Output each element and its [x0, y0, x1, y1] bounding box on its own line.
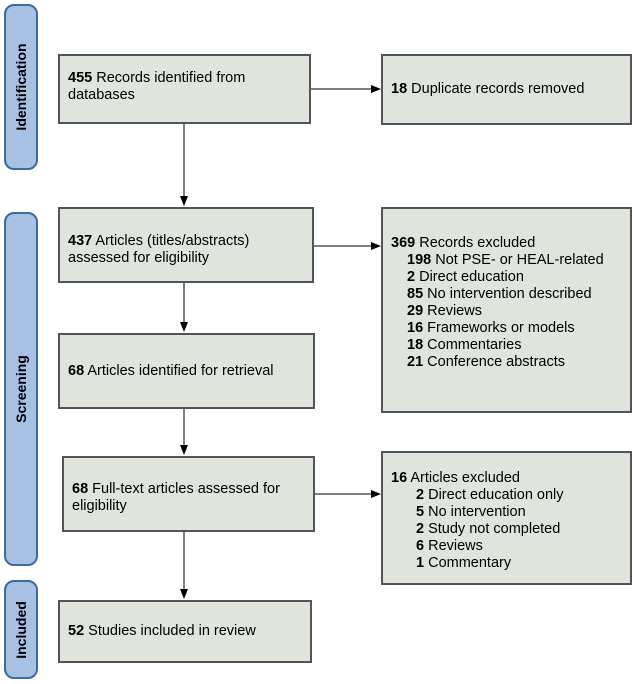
records-excluded-item: 2 Direct education — [407, 269, 524, 285]
articles-excluded-item: 2 Direct education only — [416, 487, 564, 503]
records-excluded-header: 369 Records excluded — [391, 235, 536, 251]
records-excluded-box: 369 Records excluded 198 Not PSE- or HEA… — [381, 207, 632, 413]
studies-included-box: 52 Studies included in review — [58, 600, 312, 663]
records-excluded-item: 198 Not PSE- or HEAL-related — [407, 252, 604, 268]
articles-excluded-item: 2 Study not completed — [416, 521, 561, 537]
fulltext-assessed-box: 68 Full-text articles assessed for eligi… — [62, 456, 315, 532]
articles-excluded-header: 16 Articles excluded — [391, 470, 520, 486]
articles-excluded-box: 16 Articles excluded 2 Direct education … — [381, 451, 632, 585]
articles-excluded-item: 6 Reviews — [416, 538, 483, 554]
records-excluded-item: 29 Reviews — [407, 303, 482, 319]
duplicates-removed-box: 18 Duplicate records removed — [381, 54, 632, 125]
records-identified-box: 455 Records identified from databases — [58, 54, 311, 124]
records-excluded-item: 21 Conference abstracts — [407, 354, 565, 370]
records-excluded-item: 18 Commentaries — [407, 337, 522, 353]
identified-retrieval-box: 68 Articles identified for retrieval — [58, 333, 315, 409]
records-excluded-item: 85 No intervention described — [407, 286, 592, 302]
phase-identification: Identification — [4, 4, 38, 170]
phase-included: Included — [4, 580, 38, 679]
articles-excluded-item: 5 No intervention — [416, 504, 526, 520]
records-excluded-item: 16 Frameworks or models — [407, 320, 575, 336]
assessed-titles-box: 437 Articles (titles/abstracts) assessed… — [58, 207, 314, 283]
articles-excluded-item: 1 Commentary — [416, 555, 512, 571]
phase-screening: Screening — [4, 212, 38, 566]
